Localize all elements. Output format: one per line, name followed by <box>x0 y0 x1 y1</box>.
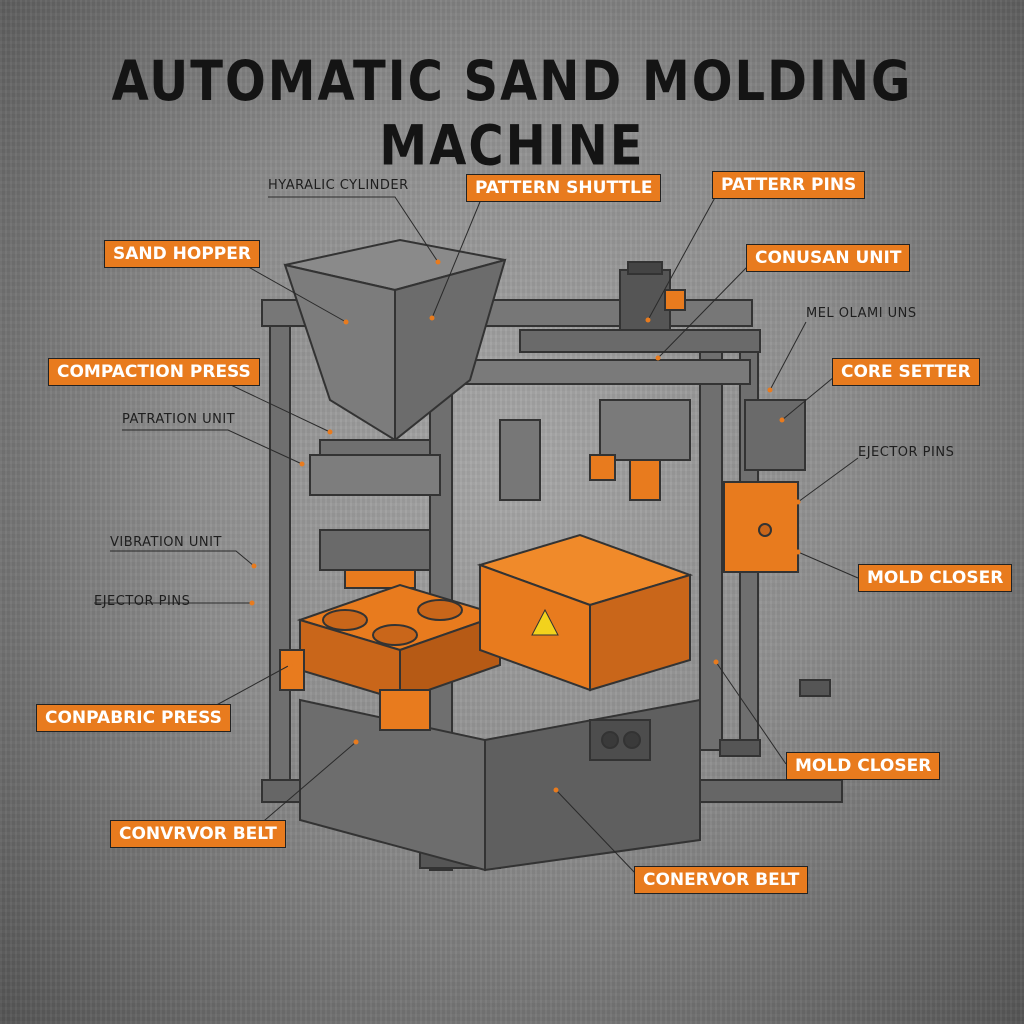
label-conveyor-belt-bottom: CONERVOR BELT <box>634 866 809 894</box>
label-condan-unit: CONUSAN UNIT <box>746 244 911 272</box>
label-mold-closer-top: MOLD CLOSER <box>858 564 1013 592</box>
label-compaction-press: COMPACTION PRESS <box>48 358 260 386</box>
label-vibration-unit: VIBRATION UNIT <box>110 535 222 550</box>
motor-unit <box>619 261 686 331</box>
lower-cabinet <box>299 698 701 872</box>
label-pattern-pins: PATTERR PINS <box>712 171 866 199</box>
label-pattern-shuttle: PATTERN SHUTTLE <box>466 174 662 202</box>
core-setter-mechanism <box>499 399 806 501</box>
label-patration-unit: PATRATION UNIT <box>122 412 236 427</box>
label-mold-draw-pins: MEL OLAMI UNS <box>806 306 917 321</box>
label-sand-hopper: SAND HOPPER <box>104 240 260 268</box>
pattern-plates <box>279 583 504 731</box>
label-ejector-pins-right: EJECTOR PINS <box>858 445 955 460</box>
label-mold-closer-bottom: MOLD CLOSER <box>786 752 941 780</box>
diagram-title: AUTOMATIC SAND MOLDING MACHINE <box>111 49 913 179</box>
label-core-setter: CORE SETTER <box>832 358 980 386</box>
label-conveyor-belt-left: CONVRVOR BELT <box>110 820 286 848</box>
label-ejector-pins-left: EJECTOR PINS <box>94 594 191 609</box>
control-boxes <box>476 481 799 692</box>
press-head <box>309 454 441 589</box>
label-hydraulic-cylinder: HYARALIC CYLINDER <box>268 178 409 193</box>
label-conpabric-press: CONPABRIC PRESS <box>36 704 231 732</box>
sand-hopper-shape <box>283 238 507 481</box>
